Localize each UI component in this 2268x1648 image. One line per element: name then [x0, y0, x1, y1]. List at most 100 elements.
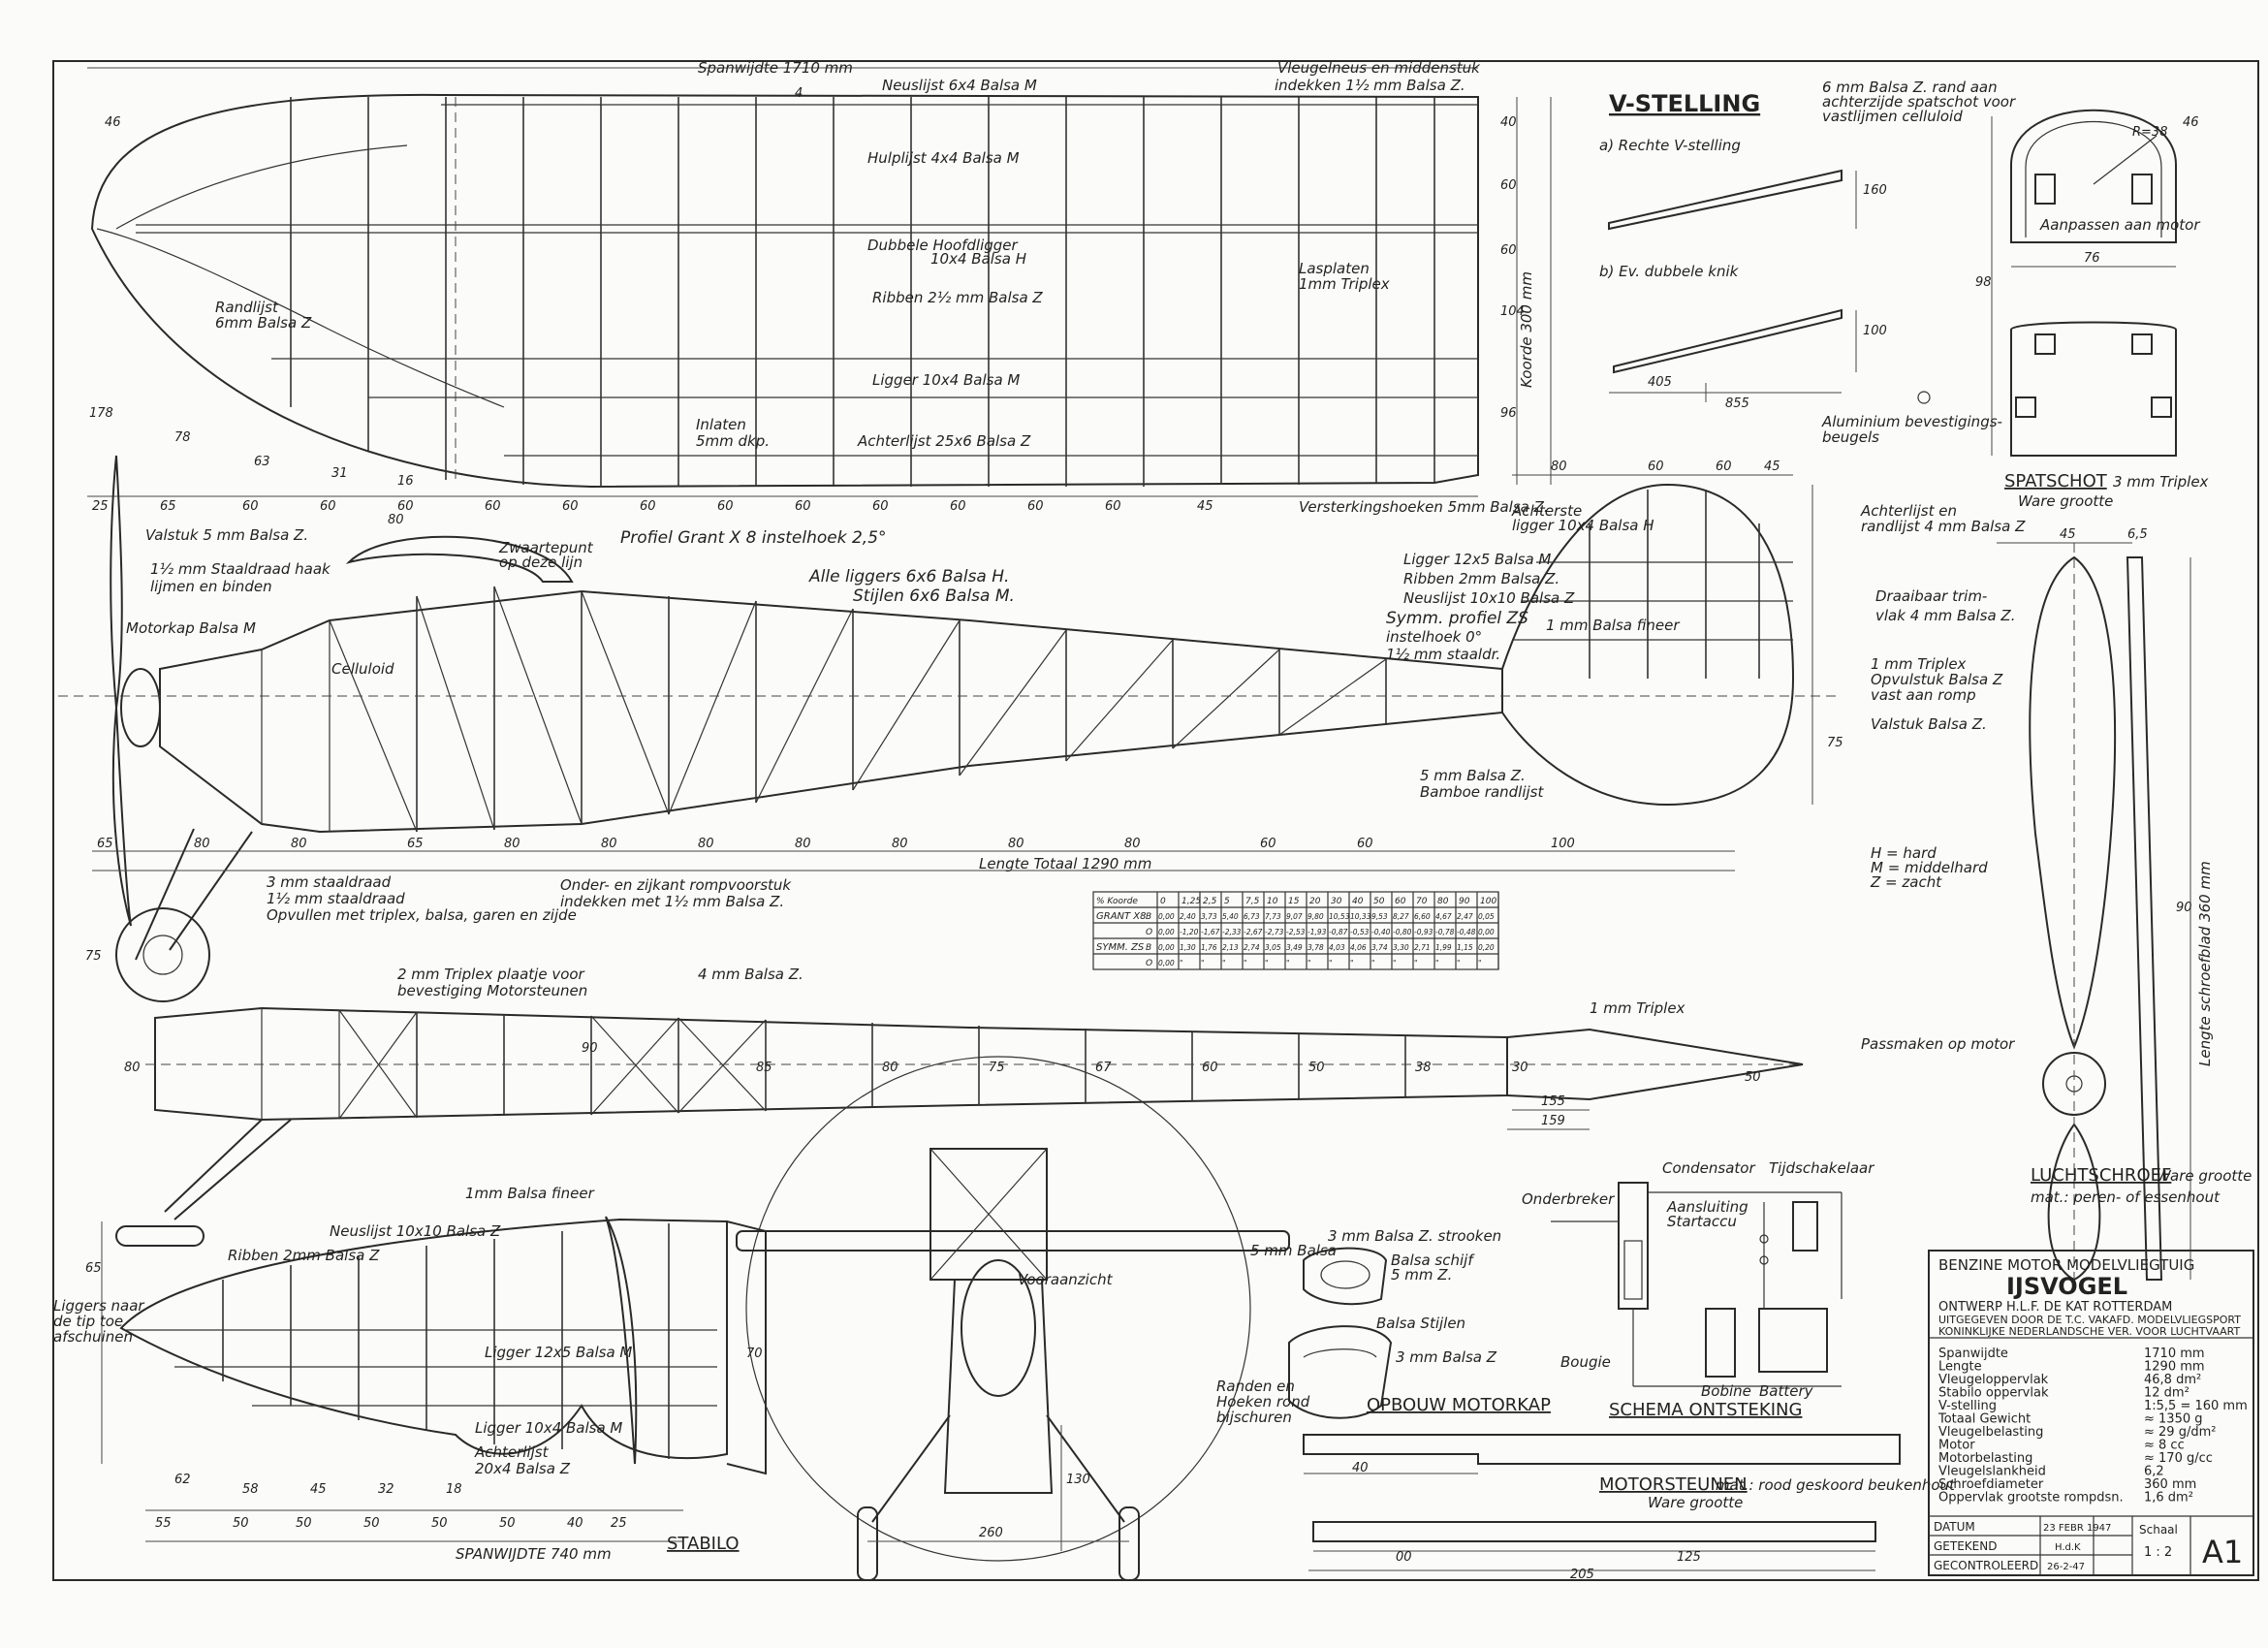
fuselage-wire-3: Opvullen met triplex, balsa, garen en zi… [267, 906, 577, 924]
fuselage-dim: 80 [388, 513, 404, 527]
fuselage-dim: 100 [1551, 837, 1575, 851]
table-cell: -2,53 [1286, 928, 1306, 936]
ignition-coil: Bobine [1701, 1382, 1751, 1400]
legend-soft: Z = zacht [1870, 873, 1942, 891]
table-cell: 4,67 [1435, 912, 1452, 921]
wing-spar-label: Ligger 10x4 Balsa M [872, 371, 1020, 389]
spatschot-alu-1: Aluminium bevestigings- [1821, 413, 2002, 430]
table-cell: 0,00 [1158, 943, 1175, 952]
propeller-length: Lengte schroefblad 360 mm [2196, 861, 2214, 1066]
title-block [1928, 1250, 2254, 1576]
fuselage-dim: 80 [698, 837, 714, 851]
table-header-cell: % Koorde [1096, 897, 1138, 906]
fuselage-dim: 65 [407, 837, 424, 851]
wing-splice-label: Lasplaten [1299, 260, 1370, 277]
ignition-start-1: Aansluiting [1666, 1198, 1748, 1216]
table-cell: 7,73 [1265, 912, 1281, 921]
sheet-border [52, 60, 2259, 1581]
wing-dim: 40 [1500, 115, 1517, 130]
spatschot-adjust: Aanpassen aan motor [2039, 216, 2200, 234]
wing-dim: 60 [795, 499, 811, 514]
table-header-cell: 10 [1267, 897, 1278, 906]
table-header-cell: 70 [1416, 897, 1428, 906]
table-row-side: O [1146, 928, 1152, 937]
stabilo-view [101, 1216, 767, 1542]
wing-dim: 60 [1027, 499, 1044, 514]
table-cell: 4,03 [1329, 943, 1345, 952]
wing-dim: 60 [717, 499, 734, 514]
scale-label: Schaal [2139, 1523, 2178, 1537]
v-dim-100: 100 [1863, 324, 1887, 338]
fin-spar-rear-2: ligger 10x4 Balsa H [1512, 517, 1654, 534]
wing-dim: 60 [320, 499, 336, 514]
stabilo-ribs-label: Ribben 2mm Balsa Z [228, 1247, 380, 1264]
table-cell: 9,80 [1307, 912, 1324, 921]
wing-dim: 16 [397, 474, 414, 489]
topview-dim: 60 [1202, 1061, 1218, 1075]
propeller-fit: Passmaken op motor [1861, 1035, 2015, 1053]
table-cell: 3,30 [1393, 943, 1409, 952]
ignition-schematic [1551, 1182, 1843, 1387]
table-cell: " [1435, 959, 1438, 967]
table-header-cell: 90 [1459, 897, 1470, 906]
fuselage-cg-1: Zwaartepunt [498, 539, 594, 556]
checked-value: 26-2-47 [2047, 1562, 2085, 1572]
spec-key: Spanwijdte [1938, 1347, 2008, 1361]
stabilo-dim: 50 [499, 1516, 516, 1531]
spec-value: 12 dm² [2144, 1386, 2189, 1401]
title-org: KONINKLIJKE NEDERLANDSCHE VER. VOOR LUCH… [1938, 1325, 2241, 1338]
topview-dim: 80 [882, 1061, 898, 1075]
spatschot-view [1917, 109, 2177, 457]
propeller-material: mat.: peren- of essenhout [2031, 1188, 2221, 1206]
table-row-label: SYMM. ZS [1096, 942, 1145, 953]
wing-dims-side: 178 78 63 31 16 4 [89, 86, 803, 489]
motorsteunen-detail [1303, 1434, 1901, 1571]
table-row-side: O [1146, 959, 1152, 968]
stabilo-dim: 55 [155, 1516, 172, 1531]
front-view [736, 1056, 1290, 1581]
spatschot-scale: Ware grootte [2018, 492, 2113, 510]
motorkap-schijf-1: Balsa schijf [1391, 1252, 1475, 1269]
fuselage-wire-2: 1½ mm staaldraad [267, 890, 405, 907]
table-cell: 0,00 [1158, 912, 1175, 921]
stabilo-dim: 50 [233, 1516, 249, 1531]
stabilo-dim: 50 [363, 1516, 380, 1531]
wing-dims-right: 40 60 60 104 96 46 [105, 115, 1525, 421]
motorsteunen-dim-00: 00 [1396, 1550, 1412, 1565]
ignition-title: SCHEMA ONTSTEKING [1609, 1400, 1802, 1420]
spec-value: 46,8 dm² [2144, 1373, 2201, 1387]
topview-plate-2: bevestiging Motorsteunen [397, 982, 587, 999]
topview-dim: 67 [1095, 1061, 1112, 1075]
wing-ribs [290, 97, 1435, 487]
table-row-label: GRANT X8 [1096, 911, 1147, 922]
motorsteunen-dim-40: 40 [1352, 1461, 1369, 1475]
propeller-dim-45: 45 [2060, 527, 2076, 542]
wing-double-spar-2: 10x4 Balsa H [930, 250, 1026, 268]
motorsteunen-dim-205: 205 [1570, 1568, 1594, 1582]
motorkap-balsa3: 3 mm Balsa Z [1396, 1348, 1497, 1366]
table-header-cell: 15 [1288, 897, 1300, 906]
fuselage-underside-2: indekken met 1½ mm Balsa Z. [560, 893, 784, 910]
motorsteunen-material: mat.: rood geskoord beukenhout [1716, 1476, 1956, 1494]
fuselage-stiles-label: Stijlen 6x6 Balsa M. [853, 586, 1015, 606]
wing-nose-rib-label: Neuslijst 6x4 Balsa M [882, 77, 1037, 94]
table-cell: 10,33 [1350, 912, 1371, 921]
spec-value: 6,2 [2144, 1465, 2164, 1479]
wing-span-label: Spanwijdte 1710 mm [698, 59, 853, 77]
v-stelling-a: a) Rechte V-stelling [1599, 137, 1741, 154]
wing-dim: 60 [640, 499, 656, 514]
topview-dim: 30 [1512, 1061, 1528, 1075]
spec-value: ≈ 170 g/cc [2144, 1451, 2213, 1466]
motorkap-schijf-2: 5 mm Z. [1391, 1266, 1452, 1284]
table-header-cell: 40 [1352, 897, 1364, 906]
stabilo-taper-3: afschuinen [53, 1328, 133, 1346]
fuselage-dim: 80 [892, 837, 908, 851]
stabilo-dim-70: 70 [746, 1347, 763, 1361]
table-cell: 2,74 [1244, 943, 1260, 952]
scale-value: 1 : 2 [2144, 1545, 2172, 1560]
fuselage-dim: 60 [1260, 837, 1276, 851]
wing-dim: 104 [1500, 304, 1525, 319]
table-header-cell: 0 [1160, 897, 1166, 906]
table-header-cell: 1,25 [1181, 897, 1201, 906]
